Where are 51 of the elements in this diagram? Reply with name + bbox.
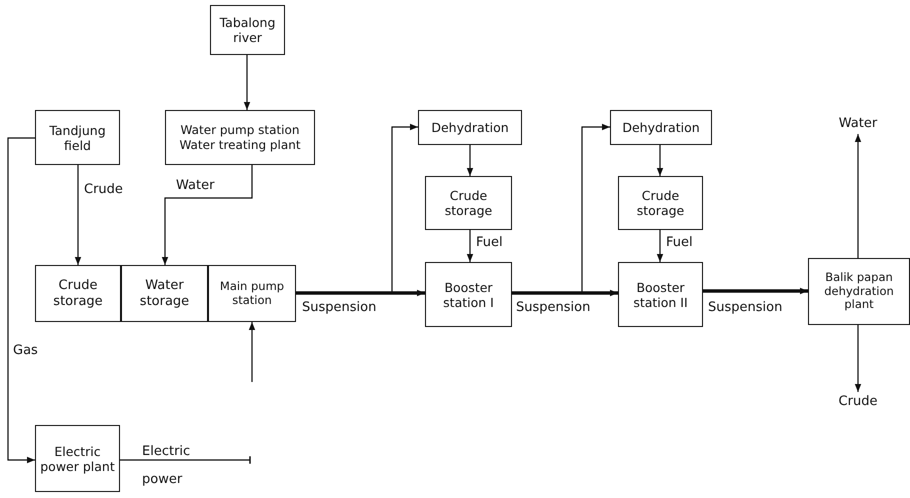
- arrow: [248, 322, 256, 382]
- box-label: Electric power plant: [39, 444, 116, 474]
- process-box: [35, 110, 120, 165]
- box-label: Tabalong river: [218, 15, 276, 45]
- edge-label: Suspension: [708, 300, 782, 316]
- process-box: [618, 262, 703, 327]
- box-label: Water pump station: [180, 123, 300, 138]
- box-label: Crude storage: [52, 278, 104, 310]
- arrow: [466, 145, 474, 176]
- arrow: [703, 288, 808, 294]
- flow-label: Water: [830, 114, 886, 134]
- arrow: [854, 134, 862, 258]
- process-box: [121, 265, 208, 322]
- process-box: [425, 176, 512, 230]
- process-box: [208, 265, 296, 322]
- arrow: [162, 165, 253, 265]
- arrow: [296, 124, 418, 294]
- box-label: Booster station II: [632, 280, 689, 310]
- box-label: Dehydration: [431, 120, 509, 135]
- edge-label: Suspension: [302, 300, 376, 316]
- process-box: [35, 265, 121, 322]
- arrow: [512, 290, 618, 296]
- box-label: Balik papan dehydration plant: [823, 270, 895, 312]
- process-box: [210, 5, 285, 55]
- box-label: Main pump station: [218, 280, 286, 308]
- edge-label: Electric power: [142, 443, 192, 489]
- process-box: [418, 110, 522, 145]
- arrow: [854, 325, 862, 392]
- process-box: [610, 110, 712, 145]
- arrow: [466, 230, 474, 262]
- process-box: [618, 176, 703, 230]
- arrow: [7, 137, 35, 464]
- box-label: Tandjung field: [48, 122, 107, 152]
- flow-label: Crude: [830, 392, 886, 412]
- arrow: [656, 230, 664, 262]
- box-label: Dehydration: [622, 120, 700, 135]
- edge-label: Suspension: [516, 300, 590, 316]
- box-label: Booster station I: [442, 280, 495, 310]
- arrow: [244, 55, 250, 110]
- process-box: [808, 258, 910, 325]
- arrow: [656, 145, 664, 176]
- box-label: Crude storage: [636, 188, 686, 218]
- process-box: [35, 425, 120, 492]
- box-label: Water storage: [138, 278, 190, 310]
- box-label: Crude storage: [444, 188, 494, 218]
- arrow: [74, 165, 82, 265]
- process-box: [425, 262, 512, 327]
- arrow: [296, 290, 425, 296]
- arrow: [512, 124, 610, 294]
- process-box: [165, 110, 315, 165]
- box-label: Water treating plant: [179, 138, 301, 152]
